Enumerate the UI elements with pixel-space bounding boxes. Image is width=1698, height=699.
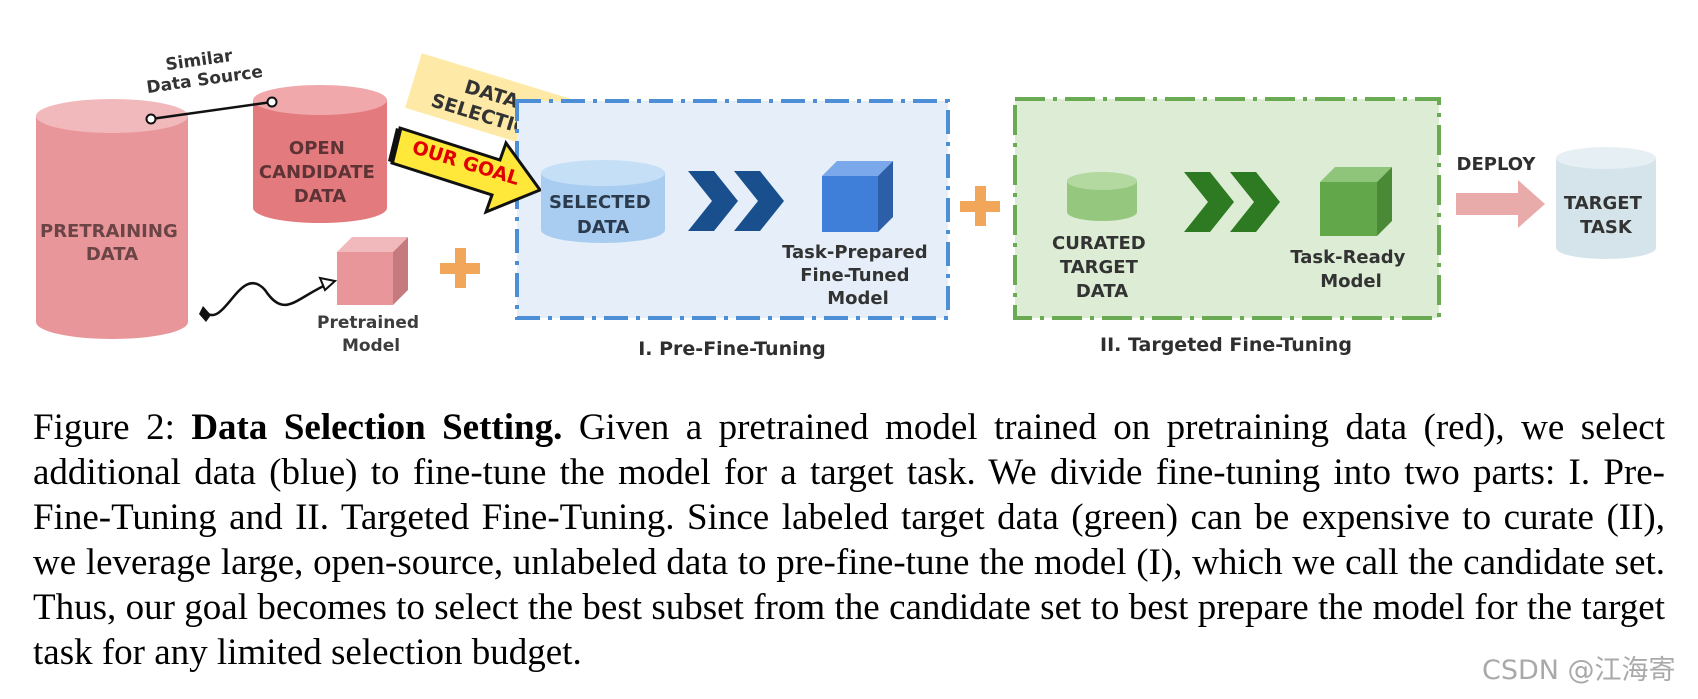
figure-caption: Figure 2: Data Selection Setting. Given …: [33, 405, 1665, 675]
deploy-label: DEPLOY: [1457, 154, 1537, 175]
curated-target-label-3: DATA: [1076, 281, 1128, 302]
svg-text:Task-Ready Model: Task-Ready Model: [1290, 247, 1411, 292]
watermark: CSDN @江海寄: [1482, 655, 1676, 686]
task-prepared-label-2: Fine-Tuned: [800, 265, 909, 286]
pretrained-model-label-2: Model: [342, 336, 400, 356]
stage-1-label: I. Pre-Fine-Tuning: [638, 338, 826, 360]
task-ready-label-1: Task-Ready: [1290, 247, 1405, 268]
task-prepared-label-3: Model: [827, 288, 889, 309]
selected-data-label-2: DATA: [577, 217, 629, 238]
caption-body: Given a pretrained model trained on pret…: [33, 407, 1665, 673]
svg-text:TARGET TASK: TARGET TASK: [1564, 193, 1648, 238]
target-task-label-1: TARGET: [1564, 193, 1643, 214]
open-candidate-data-cylinder: OPEN CANDIDATE DATA: [253, 85, 387, 223]
task-ready-model-cube: Task-Ready Model: [1290, 167, 1411, 292]
open-candidate-label-1: OPEN: [289, 138, 345, 159]
chevron-arrows-green: [1184, 172, 1280, 232]
squiggle-arrow: [199, 276, 338, 322]
svg-text:SELECTED DATA: SELECTED DATA: [549, 192, 657, 238]
open-candidate-label-2: CANDIDATE: [259, 162, 375, 183]
curated-target-label-2: TARGET: [1060, 257, 1139, 278]
task-ready-label-2: Model: [1320, 271, 1382, 292]
curated-target-data-cylinder: CURATED TARGET DATA: [1052, 172, 1152, 302]
stage-2-label: II. Targeted Fine-Tuning: [1100, 334, 1352, 356]
curated-target-label-1: CURATED: [1052, 233, 1146, 254]
pretraining-data-label-2: DATA: [86, 244, 138, 265]
svg-text:Similar Data Source: Similar Data Source: [143, 42, 265, 98]
svg-text:Pretrained Model: Pretrained Model: [317, 313, 425, 356]
pretraining-data-label-1: PRETRAINING: [40, 221, 178, 242]
deploy-arrow: DEPLOY: [1456, 154, 1545, 228]
selected-data-cylinder: SELECTED DATA: [541, 160, 665, 243]
pretrained-model-label-1: Pretrained: [317, 313, 419, 333]
task-prepared-label-1: Task-Prepared: [782, 242, 928, 263]
caption-label: Figure 2:: [33, 407, 175, 448]
plus-icon: [440, 248, 480, 288]
svg-text:CURATED TARGET DAT: CURATED TARGET DATA: [1052, 233, 1152, 302]
data-selection-diagram: PRETRAINING DATA OPEN CANDIDATE DATA Sim…: [36, 42, 1656, 360]
selected-data-label-1: SELECTED: [549, 192, 651, 213]
target-task-cylinder: TARGET TASK: [1556, 147, 1656, 259]
svg-text:Task-Prepared Fine-Tuned: Task-Prepared Fine-Tuned Model: [782, 242, 934, 309]
task-prepared-model-cube: Task-Prepared Fine-Tuned Model: [782, 161, 934, 309]
open-candidate-label-3: DATA: [294, 186, 346, 207]
pretrained-model-cube: Pretrained Model: [317, 237, 425, 356]
svg-text:PRETRAINING DATA: PRETRAINING DATA: [40, 221, 184, 265]
plus-icon: [960, 186, 1000, 226]
svg-text:OPEN CANDIDATE DAT: OPEN CANDIDATE DATA: [259, 138, 381, 207]
chevron-arrows-blue: [688, 171, 784, 231]
target-task-label-2: TASK: [1580, 217, 1633, 238]
caption-title: Data Selection Setting.: [191, 407, 563, 448]
pretraining-data-cylinder: PRETRAINING DATA: [36, 99, 188, 339]
